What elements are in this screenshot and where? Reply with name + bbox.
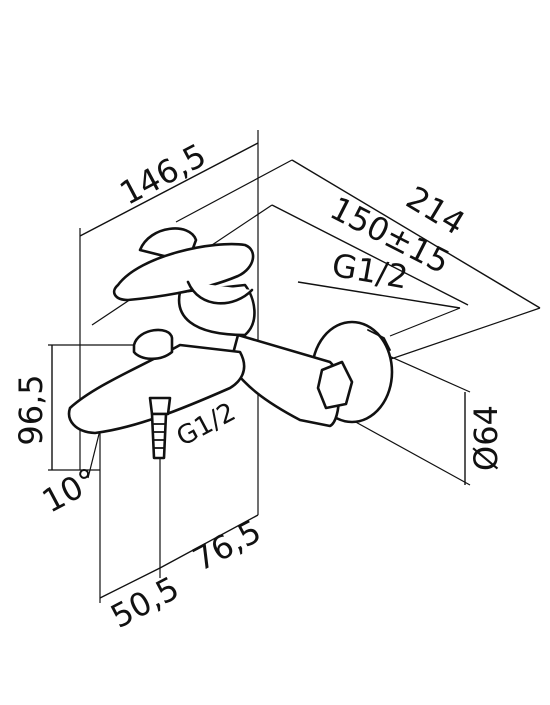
- ext-line-214-right: [387, 307, 541, 361]
- outlet-hose-connector: [150, 412, 168, 460]
- ext-line-d64-top: [379, 351, 471, 393]
- connection-nut: [316, 360, 354, 410]
- ext-line-g12-inlet: [389, 307, 461, 337]
- label-d64: Ø64: [467, 405, 505, 471]
- dim-line-214: [291, 159, 541, 309]
- dimension-lines: [48, 130, 541, 603]
- label-146-5: 146,5: [113, 136, 212, 213]
- ext-line-d64-bottom: [351, 419, 471, 486]
- dim-line-50-5: [99, 567, 161, 599]
- label-10-deg: 10°: [36, 460, 104, 520]
- dim-line-150: [271, 204, 469, 306]
- spout: [67, 343, 246, 435]
- dim-line-g12-inlet: [297, 281, 461, 309]
- diverter-knob: [132, 328, 174, 361]
- faucet: [67, 227, 394, 460]
- label-76-5: 76,5: [186, 512, 267, 579]
- outlet-nut: [148, 396, 172, 416]
- label-50-5: 50,5: [104, 569, 185, 636]
- lever-base: [186, 280, 254, 305]
- ext-line-214-left: [175, 159, 293, 223]
- angle-line-10: [87, 429, 101, 479]
- lever-handle: [112, 242, 255, 302]
- dim-line-76-5: [159, 514, 259, 569]
- outlet-thread-marks: [153, 423, 166, 449]
- label-96-5: 96,5: [12, 374, 50, 445]
- rosette-inlet-pipe: [367, 329, 391, 351]
- dim-line-146-5: [79, 142, 259, 237]
